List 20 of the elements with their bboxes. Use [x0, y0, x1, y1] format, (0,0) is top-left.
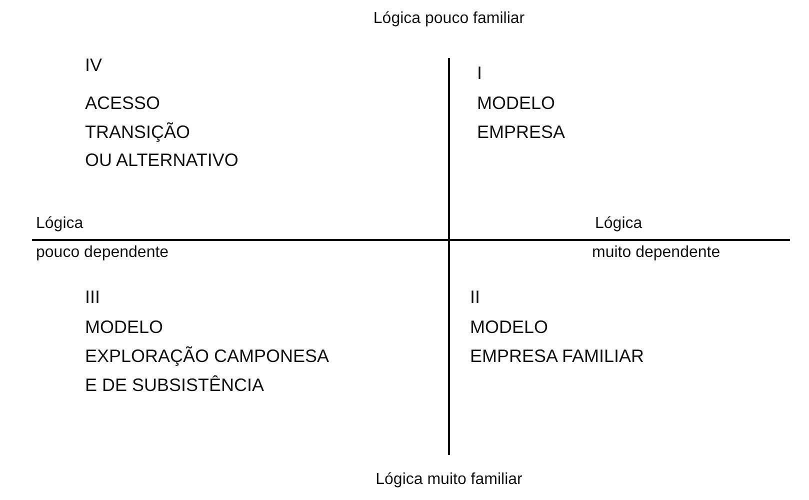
quadrant-label: MODELO — [85, 317, 164, 338]
axis-label: pouco dependente — [36, 244, 169, 263]
quadrant-number: III — [85, 287, 100, 308]
quadrant-label: OU ALTERNATIVO — [85, 150, 238, 171]
axis-label: muito dependente — [592, 244, 720, 263]
axis-label: Lógica — [36, 215, 84, 234]
quadrant-number: IV — [85, 55, 102, 76]
quadrant-number: I — [477, 63, 482, 84]
quadrant-label: TRANSIÇÃO — [85, 122, 190, 143]
quadrant-number: II — [470, 287, 480, 308]
axis-label: Lógica — [595, 215, 642, 234]
axis-label: Lógica pouco familiar — [373, 10, 525, 29]
quadrant-label: EMPRESA FAMILIAR — [470, 346, 644, 367]
quadrant-label: ACESSO — [85, 93, 160, 114]
quadrant-label: EMPRESA — [477, 122, 566, 143]
quadrant-label: MODELO — [470, 317, 548, 338]
axis-label: Lógica muito familiar — [376, 471, 522, 490]
quadrant-label: EXPLORAÇÃO CAMPONESA — [85, 346, 330, 367]
quadrant-label: MODELO — [477, 93, 556, 114]
quadrant-label: E DE SUBSISTÊNCIA — [85, 375, 264, 396]
